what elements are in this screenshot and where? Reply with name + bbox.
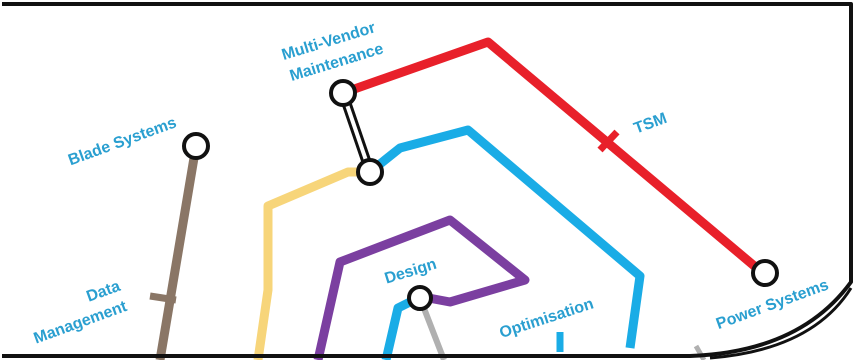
page-curl-shadow	[709, 287, 853, 360]
label-design: Design	[383, 256, 439, 288]
station-design[interactable]	[407, 285, 433, 311]
route-tick-red	[597, 129, 620, 153]
route-line-red	[341, 37, 768, 279]
station-interchange[interactable]	[356, 158, 384, 186]
label-data-line2: Management	[32, 298, 130, 348]
label-power-systems: Power Systems	[714, 277, 831, 333]
label-tsm: TSM	[632, 110, 670, 138]
route-tick-brown	[149, 292, 177, 304]
label-blade-systems: Blade Systems	[66, 114, 179, 169]
route-line-brown	[155, 145, 201, 360]
route-line-blue	[367, 125, 645, 349]
route-line-purple	[313, 215, 530, 360]
station-multi-vendor-maintenance[interactable]	[329, 79, 357, 107]
route-tick-power	[693, 344, 707, 360]
label-optimisation: Optimisation	[497, 296, 595, 342]
station-power-systems[interactable]	[751, 259, 779, 287]
route-line-yellow	[253, 167, 370, 360]
station-blade-systems[interactable]	[182, 132, 210, 160]
